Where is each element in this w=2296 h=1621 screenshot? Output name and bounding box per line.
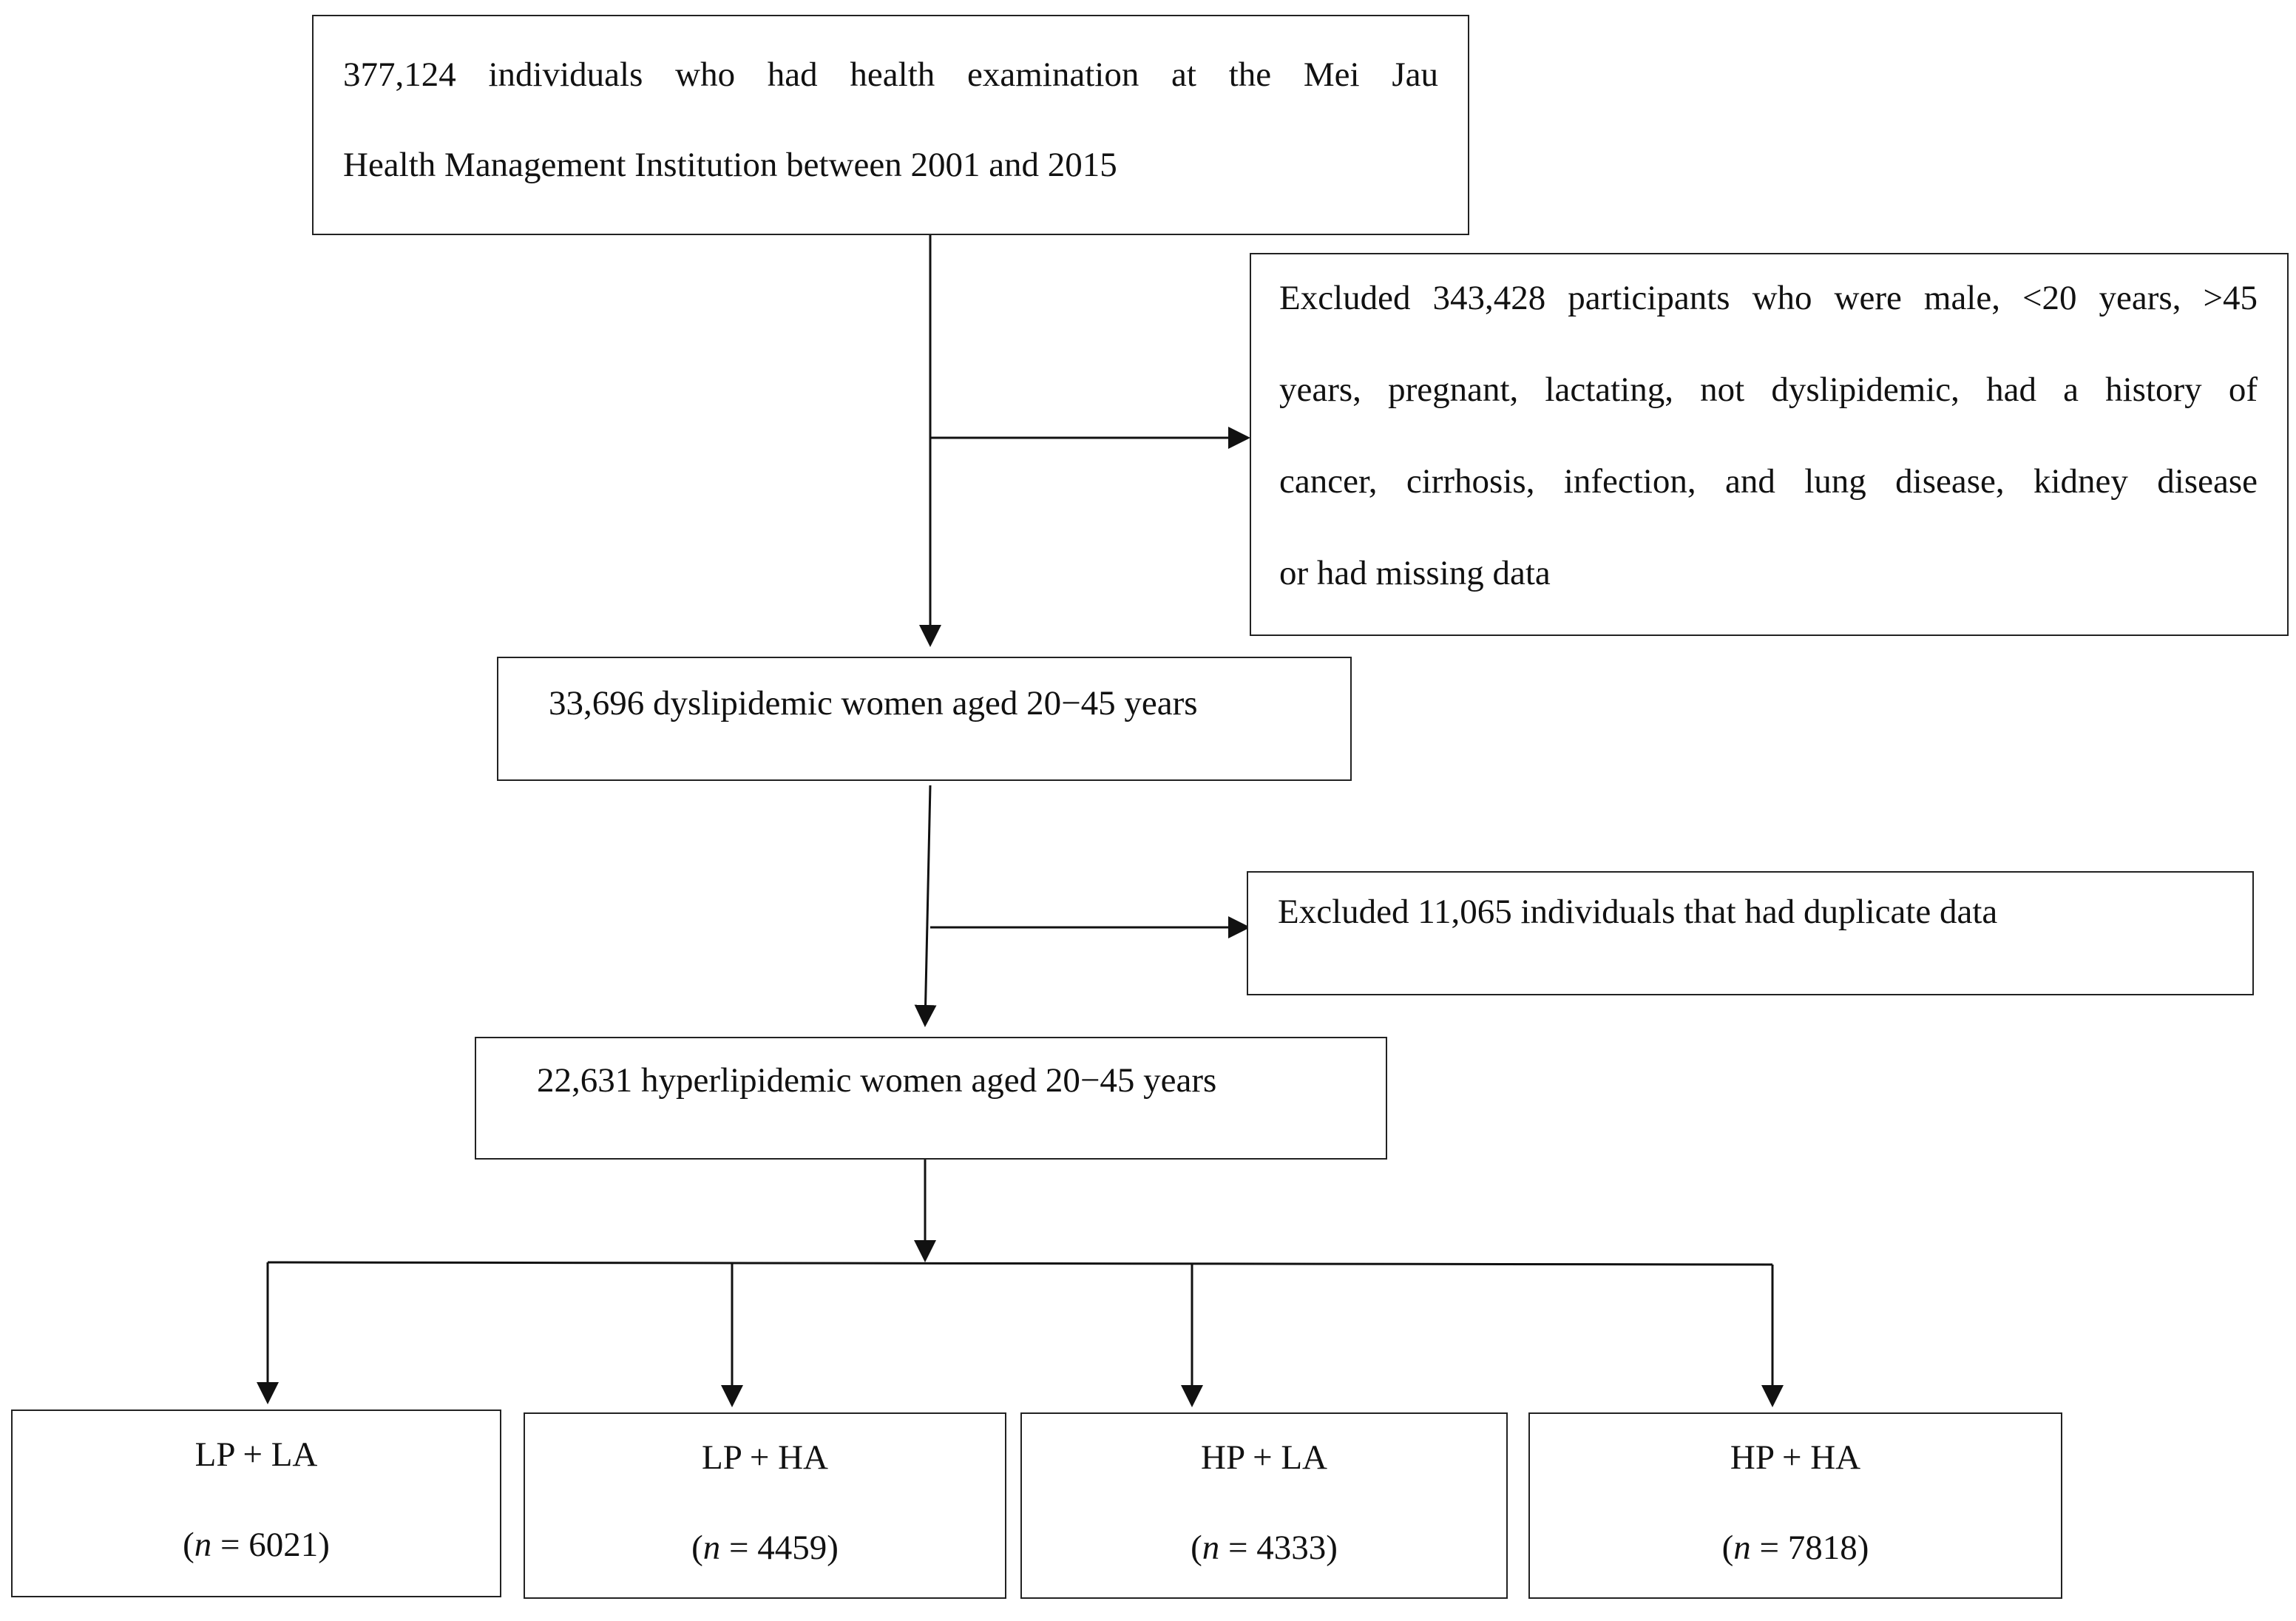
start-line-1: 377,124 individuals who had health exami… [343, 55, 1438, 94]
group-box-hp-la: HP + LA (n = 4333) [1020, 1412, 1508, 1599]
group-count: (n = 6021) [183, 1526, 330, 1564]
group-label: HP + LA [1201, 1438, 1327, 1477]
group-label: HP + HA [1730, 1438, 1861, 1477]
exclusion2-text: Excluded 11,065 individuals that had dup… [1278, 893, 1998, 931]
group-box-lp-la: LP + LA (n = 6021) [11, 1410, 501, 1597]
exclusion1-line-3: cancer, cirrhosis, infection, and lung d… [1279, 462, 2258, 501]
group-box-hp-ha: HP + HA (n = 7818) [1528, 1412, 2062, 1599]
step3-text: 22,631 hyperlipidemic women aged 20−45 y… [537, 1061, 1217, 1100]
group-count: (n = 4459) [691, 1529, 839, 1567]
group-count: (n = 7818) [1721, 1529, 1869, 1567]
group-label: LP + HA [702, 1438, 828, 1477]
connector-step2-to-step3 [914, 785, 937, 1027]
exclusion1-line-4: or had missing data [1279, 554, 1551, 592]
split-bar [267, 1261, 1773, 1266]
group-label: LP + LA [194, 1435, 318, 1474]
exclusion1-line-1: Excluded 343,428 participants who were m… [1279, 279, 2258, 317]
hyperlipidemic-women-box: 22,631 hyperlipidemic women aged 20−45 y… [475, 1037, 1387, 1160]
dyslipidemic-women-box: 33,696 dyslipidemic women aged 20−45 yea… [497, 657, 1352, 781]
group-count: (n = 4333) [1191, 1529, 1338, 1567]
step2-text: 33,696 dyslipidemic women aged 20−45 yea… [549, 684, 1198, 722]
exclusion-box-1: Excluded 343,428 participants who were m… [1250, 253, 2289, 636]
exclusion-box-2: Excluded 11,065 individuals that had dup… [1247, 871, 2254, 995]
exclusion1-line-2: years, pregnant, lactating, not dyslipid… [1279, 370, 2258, 409]
group-box-lp-ha: LP + HA (n = 4459) [524, 1412, 1006, 1599]
start-box: 377,124 individuals who had health exami… [312, 15, 1469, 235]
start-line-2: Health Management Institution between 20… [343, 146, 1117, 184]
